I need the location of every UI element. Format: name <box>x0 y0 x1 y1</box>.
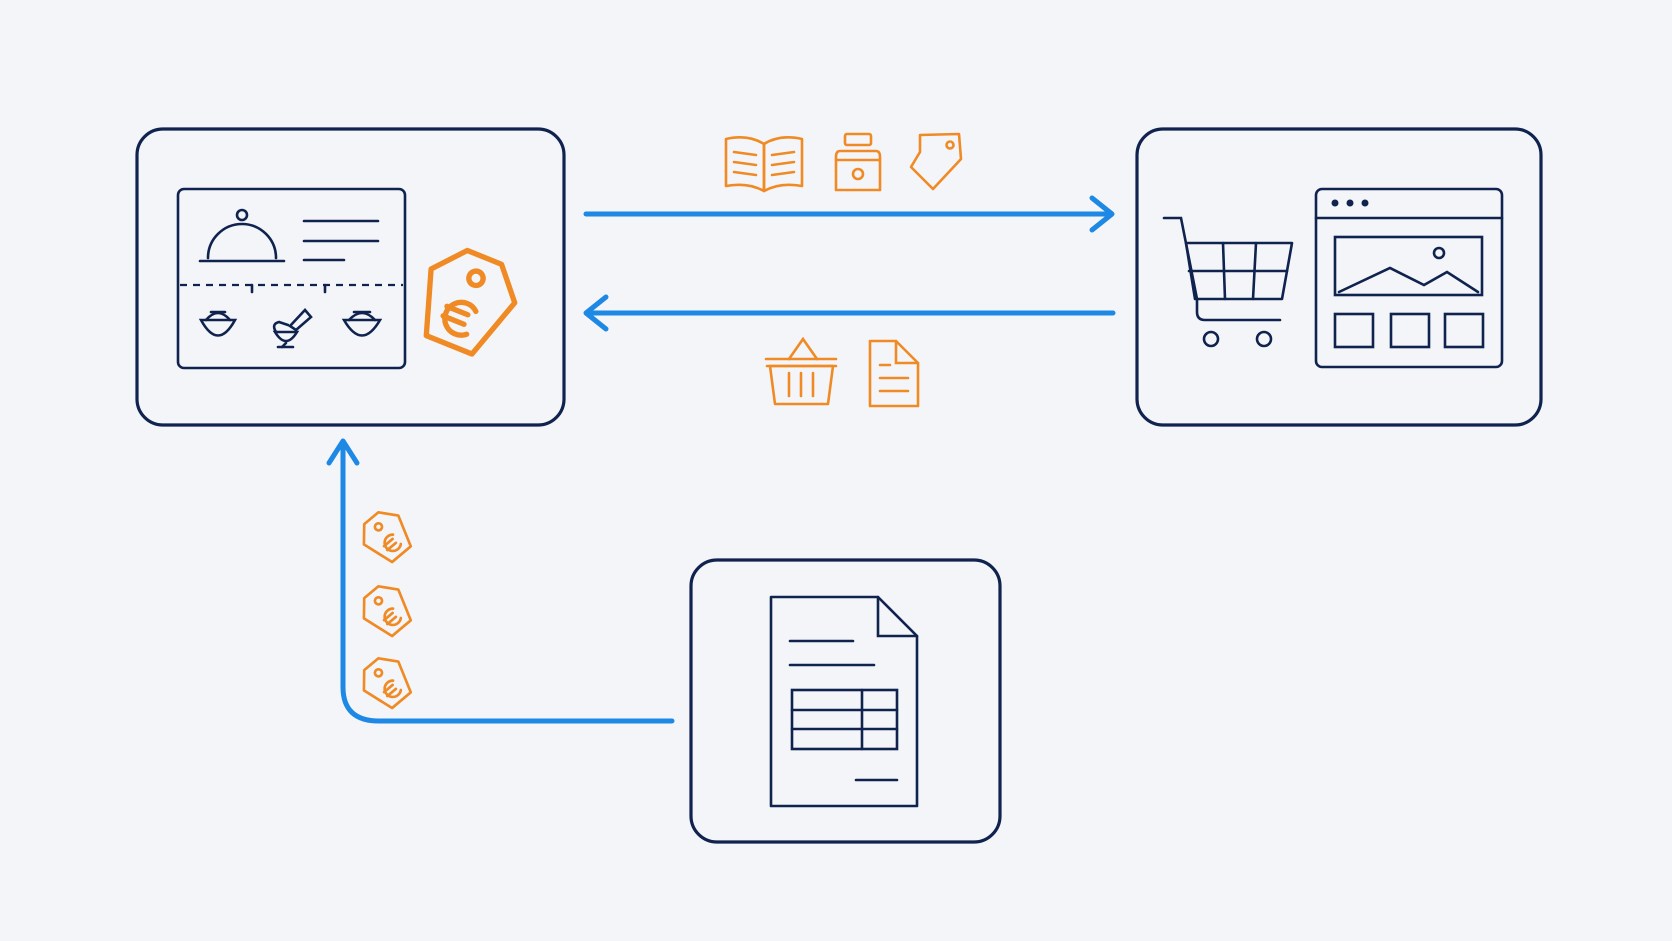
bowl-icon <box>198 310 238 337</box>
browser-window-icon <box>1314 187 1504 369</box>
menu-divider <box>180 283 403 294</box>
restaurant-menu-box <box>135 127 566 427</box>
restaurant-menu-node <box>135 127 566 427</box>
menu-card <box>176 187 407 370</box>
basket-icon <box>764 336 838 406</box>
menu-text-lines <box>302 219 380 262</box>
spreadsheet-document-icon <box>769 595 919 808</box>
menu-card-frame <box>176 187 407 370</box>
webshop-node <box>1135 127 1543 427</box>
price-list-box <box>689 558 1002 844</box>
edge-document-to-menu <box>326 438 675 724</box>
jar-icon <box>834 132 882 192</box>
edge-menu-to-webshop <box>583 195 1115 233</box>
bowl-icon <box>341 310 383 337</box>
shopping-cart-icon <box>1162 216 1294 348</box>
webshop-box <box>1135 127 1543 427</box>
tag-icon <box>909 132 963 191</box>
mortar-pestle-icon <box>272 308 313 349</box>
price-list-document-node <box>689 558 1002 844</box>
document-icon <box>868 339 920 408</box>
edge-webshop-to-menu <box>583 294 1116 332</box>
open-book-icon <box>724 136 804 193</box>
serving-cloche-icon <box>198 208 286 263</box>
